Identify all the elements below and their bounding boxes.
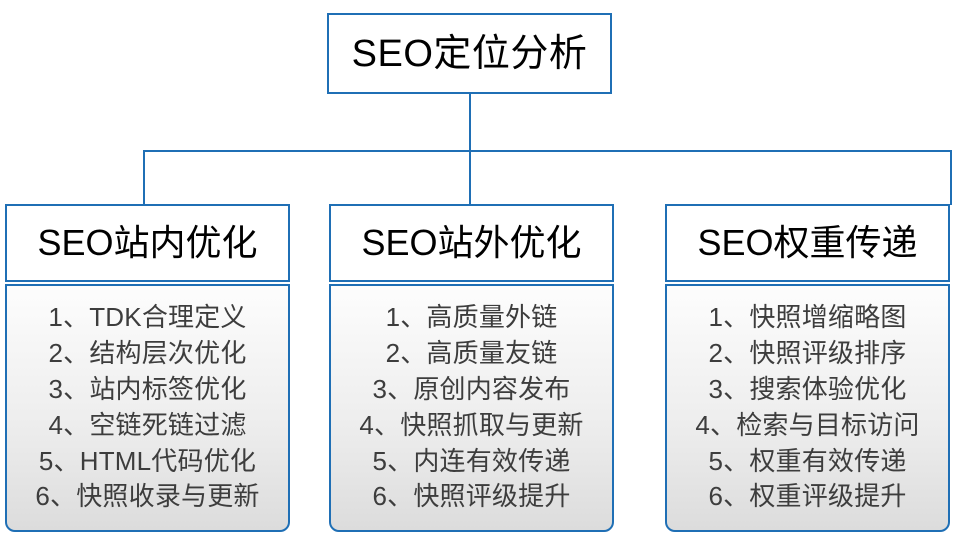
list-item: 6、快照评级提升 — [372, 481, 571, 512]
branch-list-1: 1、TDK合理定义 2、结构层次优化 3、站内标签优化 4、空链死链过滤 5、H… — [5, 284, 290, 532]
list-item: 2、高质量友链 — [385, 337, 558, 368]
list-item: 3、搜索体验优化 — [708, 373, 907, 404]
branch-column-1: SEO站内优化 1、TDK合理定义 2、结构层次优化 3、站内标签优化 4、空链… — [5, 204, 290, 532]
list-item: 2、快照评级排序 — [708, 337, 907, 368]
branch-list-2: 1、高质量外链 2、高质量友链 3、原创内容发布 4、快照抓取与更新 5、内连有… — [329, 284, 614, 532]
list-item: 5、HTML代码优化 — [38, 445, 257, 476]
branch-column-3: SEO权重传递 1、快照增缩略图 2、快照评级排序 3、搜索体验优化 4、检索与… — [665, 204, 950, 532]
branch-column-2: SEO站外优化 1、高质量外链 2、高质量友链 3、原创内容发布 4、快照抓取与… — [329, 204, 614, 532]
list-item: 4、快照抓取与更新 — [359, 409, 584, 440]
list-item: 5、权重有效传递 — [708, 445, 907, 476]
branch-header-3[interactable]: SEO权重传递 — [665, 204, 950, 282]
list-item: 5、内连有效传递 — [372, 445, 571, 476]
root-node-label: SEO定位分析 — [351, 32, 588, 75]
branch-header-1[interactable]: SEO站内优化 — [5, 204, 290, 282]
list-item: 3、原创内容发布 — [372, 373, 571, 404]
branch-header-2-label: SEO站外优化 — [361, 222, 582, 263]
branch-header-2[interactable]: SEO站外优化 — [329, 204, 614, 282]
list-item: 6、快照收录与更新 — [35, 481, 260, 512]
list-item: 4、空链死链过滤 — [48, 409, 247, 440]
branch-header-3-label: SEO权重传递 — [697, 222, 918, 263]
list-item: 1、TDK合理定义 — [48, 302, 247, 332]
list-item: 3、站内标签优化 — [48, 373, 247, 404]
list-item: 1、快照增缩略图 — [708, 302, 907, 332]
list-item: 6、权重评级提升 — [708, 481, 907, 512]
branch-list-3: 1、快照增缩略图 2、快照评级排序 3、搜索体验优化 4、检索与目标访问 5、权… — [665, 284, 950, 532]
list-item: 2、结构层次优化 — [48, 337, 247, 368]
list-item: 1、高质量外链 — [385, 302, 558, 332]
list-item: 4、检索与目标访问 — [695, 409, 920, 440]
branch-header-1-label: SEO站内优化 — [37, 222, 258, 263]
root-node[interactable]: SEO定位分析 — [327, 13, 612, 94]
